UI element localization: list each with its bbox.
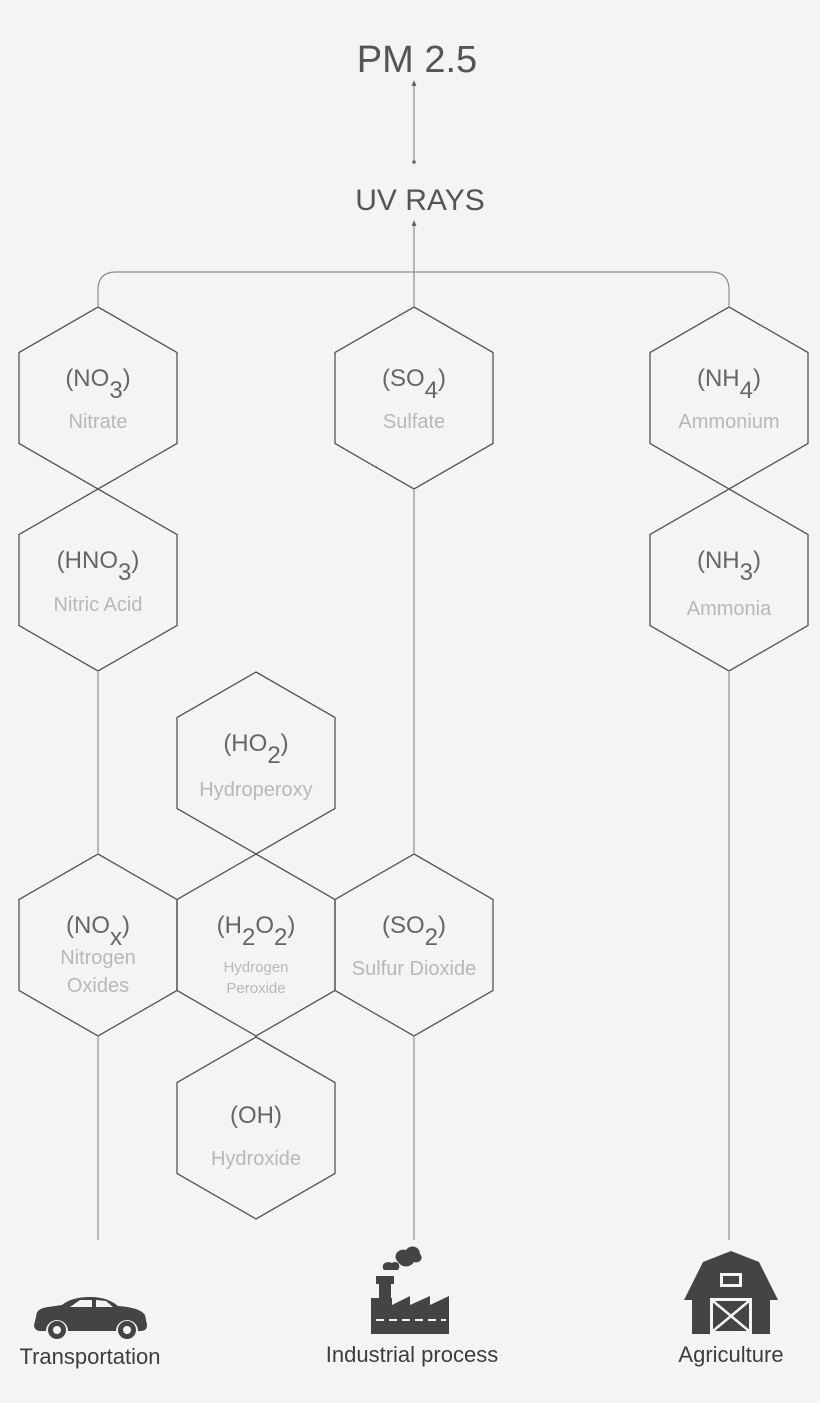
name-hydroperoxy: Hydroperoxy bbox=[199, 779, 312, 801]
hex-oh: (OH) Hydroxide bbox=[176, 1036, 336, 1220]
hex-outline bbox=[176, 1036, 336, 1220]
hex-outline bbox=[176, 671, 336, 855]
hexagon-layer: (NO3) Nitrate (SO4) Sulfate (NH4) Ammonium (HN… bbox=[18, 306, 809, 1220]
hex-outline bbox=[18, 306, 178, 490]
hex-sulfate: (SO4) Sulfate bbox=[334, 306, 494, 490]
transportation-source: Transportation bbox=[19, 1297, 161, 1369]
name-nox-1: Nitrogen bbox=[60, 947, 136, 969]
branch-connector bbox=[97, 271, 730, 306]
hex-nitric: (HNO3) Nitric Acid bbox=[18, 488, 178, 672]
industrial-label: Industrial process bbox=[326, 1342, 498, 1367]
hex-so2: (SO2) Sulfur Dioxide bbox=[334, 853, 494, 1037]
name-nox-2: Oxides bbox=[67, 975, 129, 997]
arrow-branch-to-uv bbox=[411, 220, 417, 272]
name-ammonium: Ammonium bbox=[678, 411, 779, 433]
hex-outline bbox=[334, 306, 494, 490]
formula-nitrate: (NO3) bbox=[65, 365, 130, 404]
hex-outline bbox=[176, 853, 336, 1037]
vertical-connectors bbox=[97, 490, 730, 1240]
hex-outline bbox=[649, 488, 809, 672]
hex-hydroperoxy: (HO2) Hydroperoxy bbox=[176, 671, 336, 855]
arrow-uv-to-pm bbox=[411, 80, 417, 164]
formula-oh: (OH) bbox=[230, 1102, 282, 1129]
formula-nox: (NOx) bbox=[66, 912, 130, 951]
hex-outline bbox=[334, 853, 494, 1037]
hex-nitrate: (NO3) Nitrate bbox=[18, 306, 178, 490]
hex-ammonium: (NH4) Ammonium bbox=[649, 306, 809, 490]
hex-outline bbox=[18, 853, 178, 1037]
formula-nitric: (HNO3) bbox=[57, 547, 140, 586]
industrial-source: Industrial process bbox=[326, 1246, 498, 1367]
name-oh: Hydroxide bbox=[211, 1148, 301, 1170]
hex-outline bbox=[649, 306, 809, 490]
formula-h2o2: (H2O2) bbox=[217, 912, 296, 951]
formula-so2: (SO2) bbox=[382, 912, 446, 951]
uv-rays-label: UV RAYS bbox=[355, 184, 484, 217]
transportation-label: Transportation bbox=[19, 1344, 160, 1369]
name-nitrate: Nitrate bbox=[69, 411, 128, 433]
agriculture-source: Agriculture bbox=[678, 1251, 784, 1367]
name-ammonia: Ammonia bbox=[687, 598, 772, 620]
hex-outline bbox=[18, 488, 178, 672]
car-icon bbox=[34, 1297, 147, 1339]
name-so2: Sulfur Dioxide bbox=[352, 958, 477, 980]
name-h2o2-1: Hydrogen bbox=[223, 959, 288, 976]
formula-ammonia: (NH3) bbox=[697, 547, 761, 586]
diagram-title: PM 2.5 bbox=[357, 39, 477, 81]
formula-sulfate: (SO4) bbox=[382, 365, 446, 404]
barn-icon bbox=[684, 1251, 778, 1334]
name-sulfate: Sulfate bbox=[383, 411, 445, 433]
hex-ammonia: (NH3) Ammonia bbox=[649, 488, 809, 672]
name-h2o2-2: Peroxide bbox=[226, 980, 285, 997]
formula-ammonium: (NH4) bbox=[697, 365, 761, 404]
formula-hydroperoxy: (HO2) bbox=[223, 730, 288, 769]
factory-icon bbox=[371, 1246, 449, 1334]
agriculture-label: Agriculture bbox=[678, 1342, 783, 1367]
name-nitric: Nitric Acid bbox=[54, 594, 143, 616]
